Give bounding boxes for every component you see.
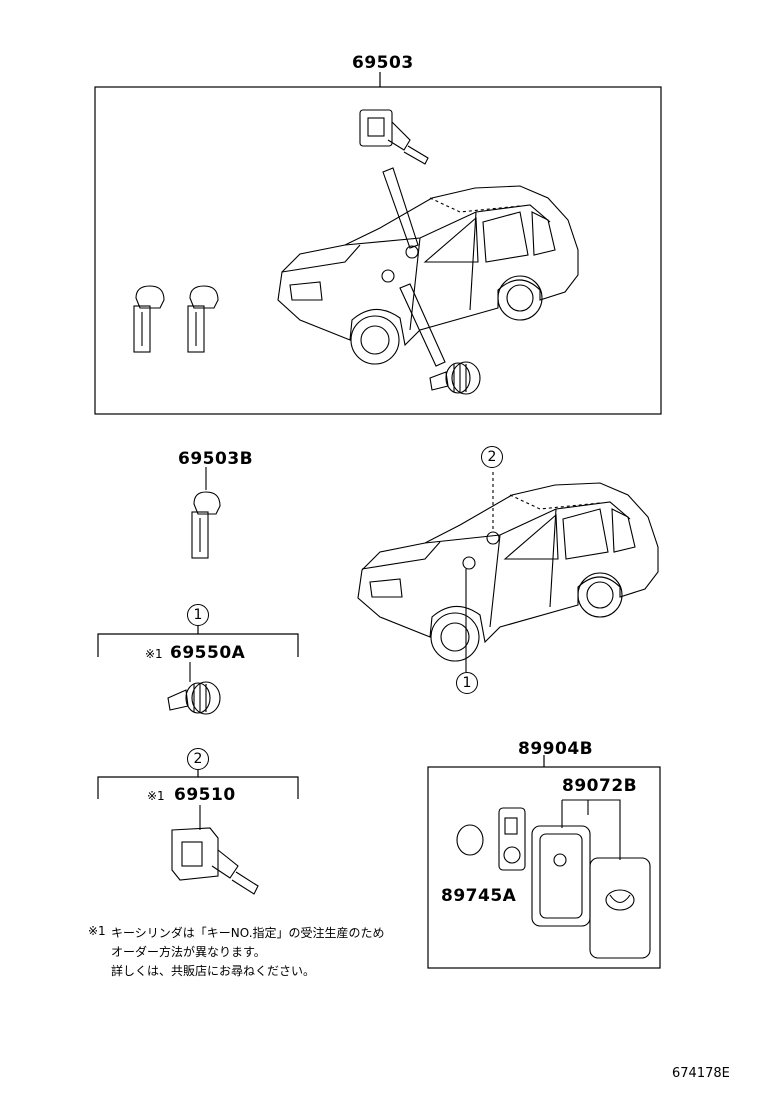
part-number-door-cylinder: 69550A	[170, 643, 246, 663]
part-number-battery: 89745A	[441, 886, 517, 906]
door-cylinder-illustration	[167, 662, 221, 715]
part-number-key: 69503B	[178, 449, 254, 469]
key-illustration-single	[191, 467, 221, 559]
ignition-cylinder-illustration	[171, 805, 259, 895]
part-number-key-case: 89072B	[562, 776, 638, 796]
callout-circle-1-left: 1	[187, 604, 209, 626]
battery-illustration	[456, 824, 484, 856]
door-cylinder-illustration-top	[429, 361, 481, 395]
main-set-frame	[94, 86, 662, 415]
note-mark-door-cylinder: ※1	[145, 647, 163, 661]
note-mark-ignition-cylinder: ※1	[147, 789, 165, 803]
part-number-main-set: 69503	[352, 53, 414, 73]
callout-circle-2-vehicle: 2	[481, 446, 503, 468]
note-mark: ※1	[88, 924, 106, 938]
vehicle-illustration-top	[277, 167, 579, 367]
key-illustration-top-1	[133, 285, 165, 353]
diagram-code: 674178E	[672, 1066, 730, 1081]
key-illustration-top-2	[187, 285, 219, 353]
key-case-illustration	[531, 799, 651, 959]
note-line-3: 詳しくは、共販店にお尋ねください。	[111, 964, 316, 978]
vehicle-illustration-middle	[357, 472, 659, 672]
key-module-illustration	[498, 807, 526, 871]
note-line-2: オーダー方法が異なります。	[111, 945, 266, 959]
callout-circle-2-left: 2	[187, 748, 209, 770]
callout-circle-1-vehicle: 1	[456, 672, 478, 694]
part-number-smart-key-set: 89904B	[518, 739, 594, 759]
ignition-cylinder-illustration-top	[359, 109, 429, 165]
smart-key-set-frame	[427, 766, 661, 969]
note-line-1: キーシリンダは「キーNO.指定」の受注生産のため	[111, 926, 385, 940]
part-number-ignition-cylinder: 69510	[174, 785, 236, 805]
